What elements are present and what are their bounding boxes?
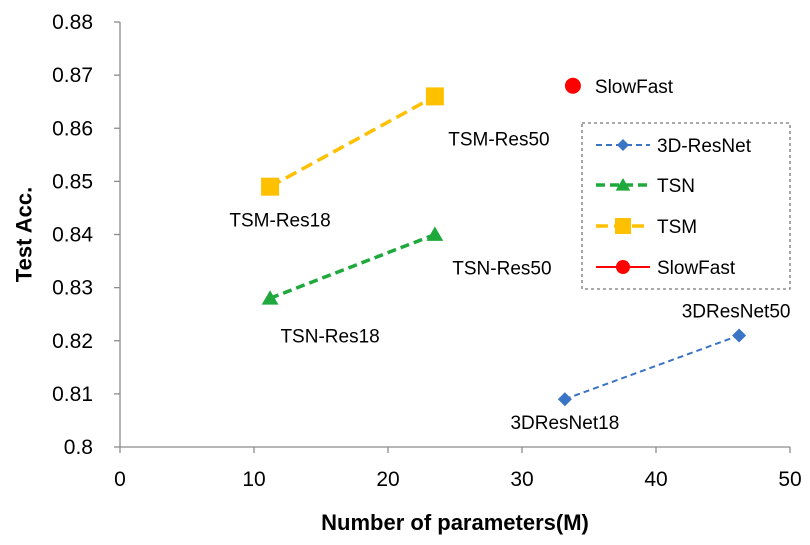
x-tick-label: 10 [242,468,265,491]
legend-diamond-marker [617,139,629,151]
y-tick-label: 0.81 [52,383,93,406]
series-3d-resnet [557,328,747,407]
y-tick-label: 0.85 [52,170,93,193]
y-tick-label: 0.86 [52,117,93,140]
plot-area: 0.8 0.81 0.82 0.83 0.84 0.85 0.86 0.87 0.88 0 10 2… [52,11,802,491]
diamond-point [557,392,572,407]
legend-item: 3D-ResNet [596,136,752,157]
legend-item: TSN [596,176,695,197]
triangle-point [261,290,279,305]
series-tsm [261,87,444,196]
series-line [564,334,740,401]
y-tick-label: 0.88 [52,11,93,34]
y-tick-label: 0.82 [52,330,93,353]
legend-label: SlowFast [657,258,736,279]
point-label: TSN-Res18 [280,326,379,347]
series-slowfast [564,77,581,94]
x-tick-label: 0 [114,468,126,491]
y-tick-label: 0.87 [52,64,93,87]
x-tick-label: 30 [510,468,533,491]
y-axis-title: Test Acc. [12,187,37,282]
x-tick-label: 50 [778,468,801,491]
diamond-point [732,328,747,343]
x-axis-ticks: 0 10 20 30 40 50 [114,447,802,491]
y-axis-ticks: 0.8 0.81 0.82 0.83 0.84 0.85 0.86 0.87 0.88 [52,11,120,459]
point-label: TSM-Res18 [229,211,330,232]
point-label: SlowFast [595,77,674,98]
y-tick-label: 0.84 [52,224,93,247]
x-axis-title: Number of parameters(M) [321,510,589,535]
point-label: 3DResNet50 [682,301,791,322]
legend-circle-marker [616,260,630,274]
square-point [425,87,444,106]
y-tick-label: 0.8 [64,436,93,459]
point-label: TSM-Res50 [448,129,549,150]
x-tick-label: 20 [376,468,399,491]
legend-label: 3D-ResNet [657,136,752,157]
series-tsn [261,226,444,305]
point-label: TSN-Res50 [452,259,551,280]
legend-item: SlowFast [596,258,736,279]
series-layer [261,77,747,407]
legend-square-marker [615,218,631,234]
legend-label: TSM [657,217,697,238]
triangle-point [426,226,444,241]
legend-triangle-marker [615,178,631,191]
y-tick-label: 0.83 [52,277,93,300]
legend-box [581,122,791,290]
series-line [269,232,436,300]
circle-point [564,77,581,94]
legend-label: TSN [657,176,695,197]
point-label: 3DResNet18 [510,413,619,434]
square-point [261,177,280,196]
series-line [269,94,436,189]
legend-item: TSM [596,217,697,238]
x-tick-label: 40 [644,468,667,491]
